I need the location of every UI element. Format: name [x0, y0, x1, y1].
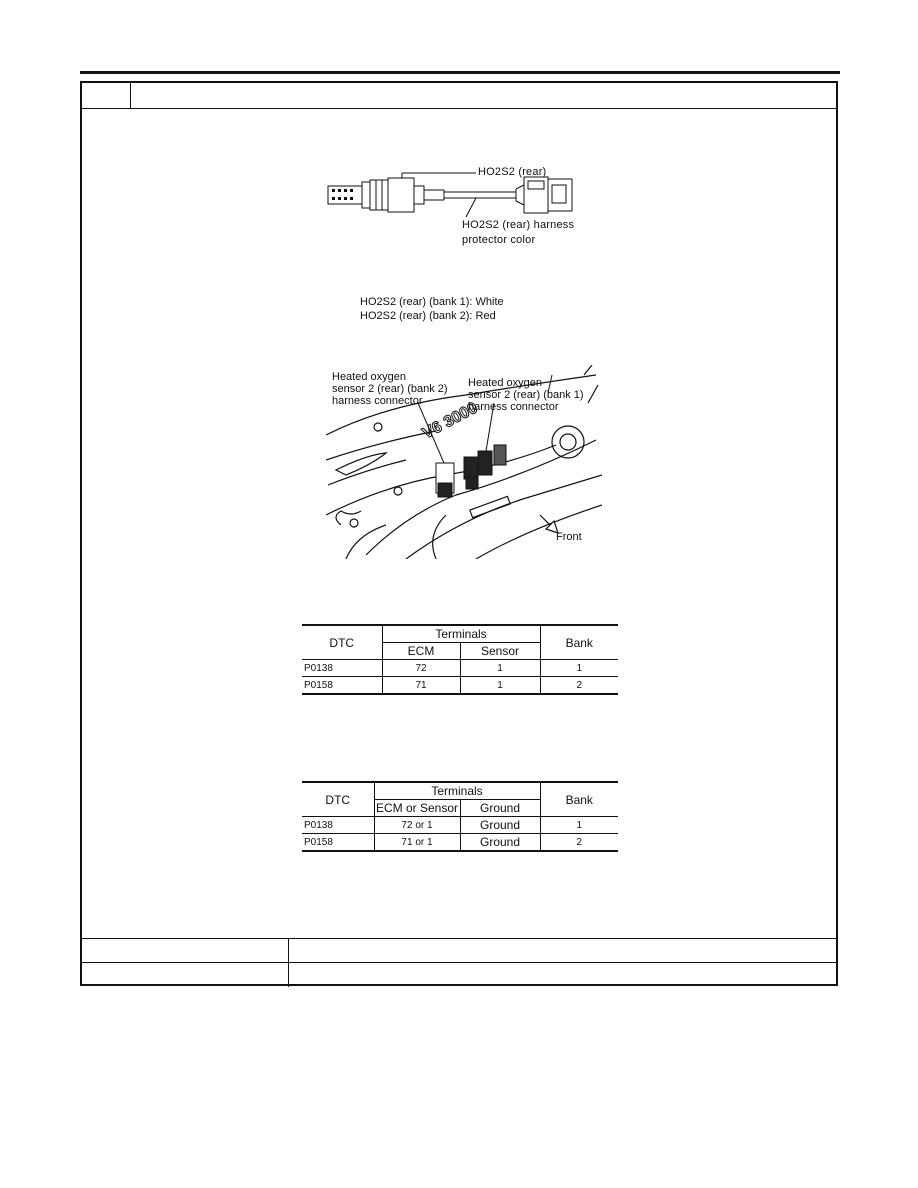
harness-label-line2: protector color [462, 234, 536, 246]
engine-bay-illustration: V6 3000 [325, 364, 603, 560]
bank-header: Bank [539, 781, 618, 817]
front-label: Front [556, 531, 582, 543]
ground-header: Ground [459, 799, 540, 817]
harness-label-line1: HO2S2 (rear) harness [462, 219, 575, 231]
front-arrow-icon [539, 514, 559, 534]
ecm-or-sensor-header: ECM or Sensor [373, 799, 460, 817]
ecm-sensor-terminal-table: DTC Terminals Bank ECM Sensor P0138 72 1… [302, 624, 618, 695]
ho2s2-sensor-figure: HO2S2 (rear) HO2S2 (rear) harness protec… [326, 145, 596, 255]
terminals-header: Terminals [381, 624, 540, 643]
sensor-label: HO2S2 (rear) [478, 166, 547, 178]
terminals-header: Terminals [373, 781, 540, 800]
connector-location-figure: V6 3000 Heated oxygen sensor [325, 364, 603, 560]
ecm-header: ECM [381, 642, 460, 660]
step-header-row [82, 83, 836, 109]
ho2s2-sensor-illustration [327, 172, 573, 218]
step-number-cell [82, 83, 131, 108]
result-row-ng [82, 962, 836, 987]
dtc-header: DTC [302, 781, 374, 817]
dtc-header: DTC [302, 624, 382, 660]
bank1-color-note: HO2S2 (rear) (bank 1): White [360, 296, 504, 308]
ground-terminal-table: DTC Terminals Bank ECM or Sensor Ground … [302, 781, 618, 852]
table-row: P0158 71 1 2 [302, 676, 618, 695]
bank1-connector-label: Heated oxygen sensor 2 (rear) (bank 1) h… [468, 377, 584, 413]
result-row-ok [82, 938, 836, 963]
header-rule [80, 71, 840, 74]
bank2-connector-label: Heated oxygen sensor 2 (rear) (bank 2) h… [332, 371, 448, 407]
table-row: P0138 72 or 1 Ground 1 [302, 816, 618, 834]
sensor-header: Sensor [459, 642, 540, 660]
harness-color-notes: HO2S2 (rear) (bank 1): White HO2S2 (rear… [360, 295, 504, 323]
bank2-color-note: HO2S2 (rear) (bank 2): Red [360, 310, 496, 322]
procedure-box: HO2S2 (rear) HO2S2 (rear) harness protec… [80, 81, 838, 987]
bank-header: Bank [539, 624, 618, 660]
table-row: P0138 72 1 1 [302, 659, 618, 677]
table-row: P0158 71 or 1 Ground 2 [302, 833, 618, 852]
